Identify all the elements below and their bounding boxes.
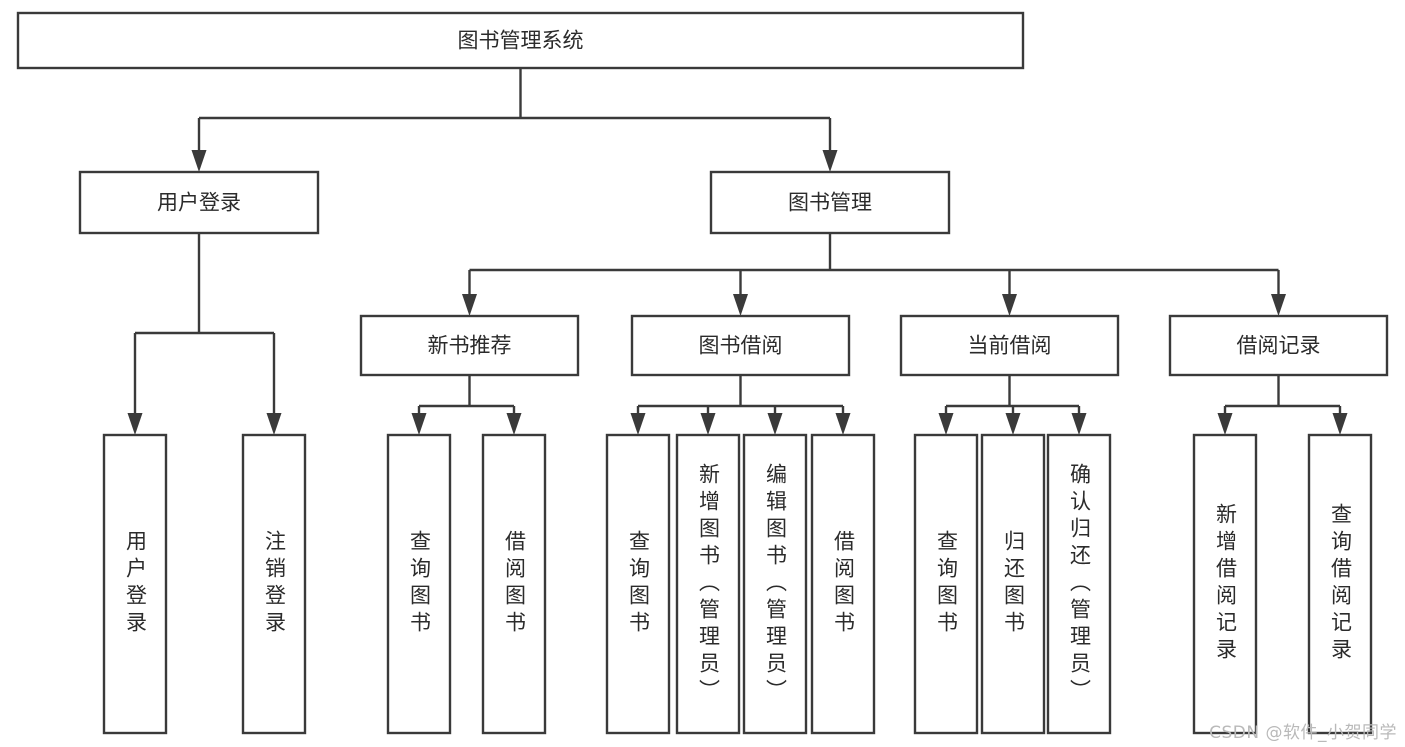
node-box-l2-book-mgmt[interactable]: [709, 170, 951, 235]
node-box-l3-new-book[interactable]: [359, 314, 580, 377]
node-box-leaf-add-record[interactable]: [1192, 433, 1258, 735]
arrow-head-icon: [266, 413, 282, 435]
node-box-l3-current[interactable]: [899, 314, 1120, 377]
arrow-head-icon: [767, 413, 783, 435]
node-box-root[interactable]: [16, 11, 1025, 70]
arrow-head-icon: [1217, 413, 1233, 435]
node-label-l2-book-mgmt: 图书管理: [788, 191, 872, 215]
node-box-leaf-add-book[interactable]: [675, 433, 741, 735]
arrow-head-icon: [1071, 413, 1087, 435]
node-box-leaf-borrow-book-1[interactable]: [481, 433, 547, 735]
arrow-head-icon: [700, 413, 716, 435]
node-label-l2-user-login: 用户登录: [157, 191, 241, 215]
node-box-leaf-query-book-3[interactable]: [913, 433, 979, 735]
node-label-root: 图书管理系统: [458, 29, 584, 53]
node-box-layer: [16, 11, 1389, 735]
node-box-leaf-query-book-1[interactable]: [386, 433, 452, 735]
arrow-head-icon: [1005, 413, 1021, 435]
node-box-leaf-confirm-return[interactable]: [1046, 433, 1112, 735]
node-label-l3-new-book: 新书推荐: [428, 334, 512, 358]
node-box-leaf-borrow-book-2[interactable]: [810, 433, 876, 735]
arrow-head-icon: [506, 413, 522, 435]
node-box-l3-record[interactable]: [1168, 314, 1389, 377]
arrow-head-icon: [733, 294, 748, 316]
node-box-l3-borrow[interactable]: [630, 314, 851, 377]
node-box-leaf-user-login[interactable]: [102, 433, 168, 735]
arrow-head-icon: [127, 413, 143, 435]
node-label-l3-borrow: 图书借阅: [699, 334, 783, 358]
arrow-head-icon: [822, 150, 838, 172]
node-box-leaf-query-record[interactable]: [1307, 433, 1373, 735]
node-label-l3-current: 当前借阅: [968, 334, 1052, 358]
node-box-leaf-edit-book[interactable]: [742, 433, 808, 735]
arrow-head-icon: [191, 150, 207, 172]
arrow-head-icon: [630, 413, 646, 435]
arrow-head-icon: [835, 413, 851, 435]
arrow-head-icon: [411, 413, 427, 435]
node-box-l2-user-login[interactable]: [78, 170, 320, 235]
node-box-leaf-logout[interactable]: [241, 433, 307, 735]
node-label-l3-record: 借阅记录: [1237, 334, 1321, 358]
watermark-text: CSDN @软件_小贺同学: [1209, 723, 1397, 743]
arrow-head-icon: [1271, 294, 1286, 316]
node-box-leaf-query-book-2[interactable]: [605, 433, 671, 735]
arrow-head-icon: [938, 413, 954, 435]
arrow-head-icon: [1332, 413, 1348, 435]
node-box-leaf-return-book[interactable]: [980, 433, 1046, 735]
arrow-head-icon: [1002, 294, 1017, 316]
arrow-head-icon: [462, 294, 477, 316]
connector-layer: [127, 68, 1348, 435]
